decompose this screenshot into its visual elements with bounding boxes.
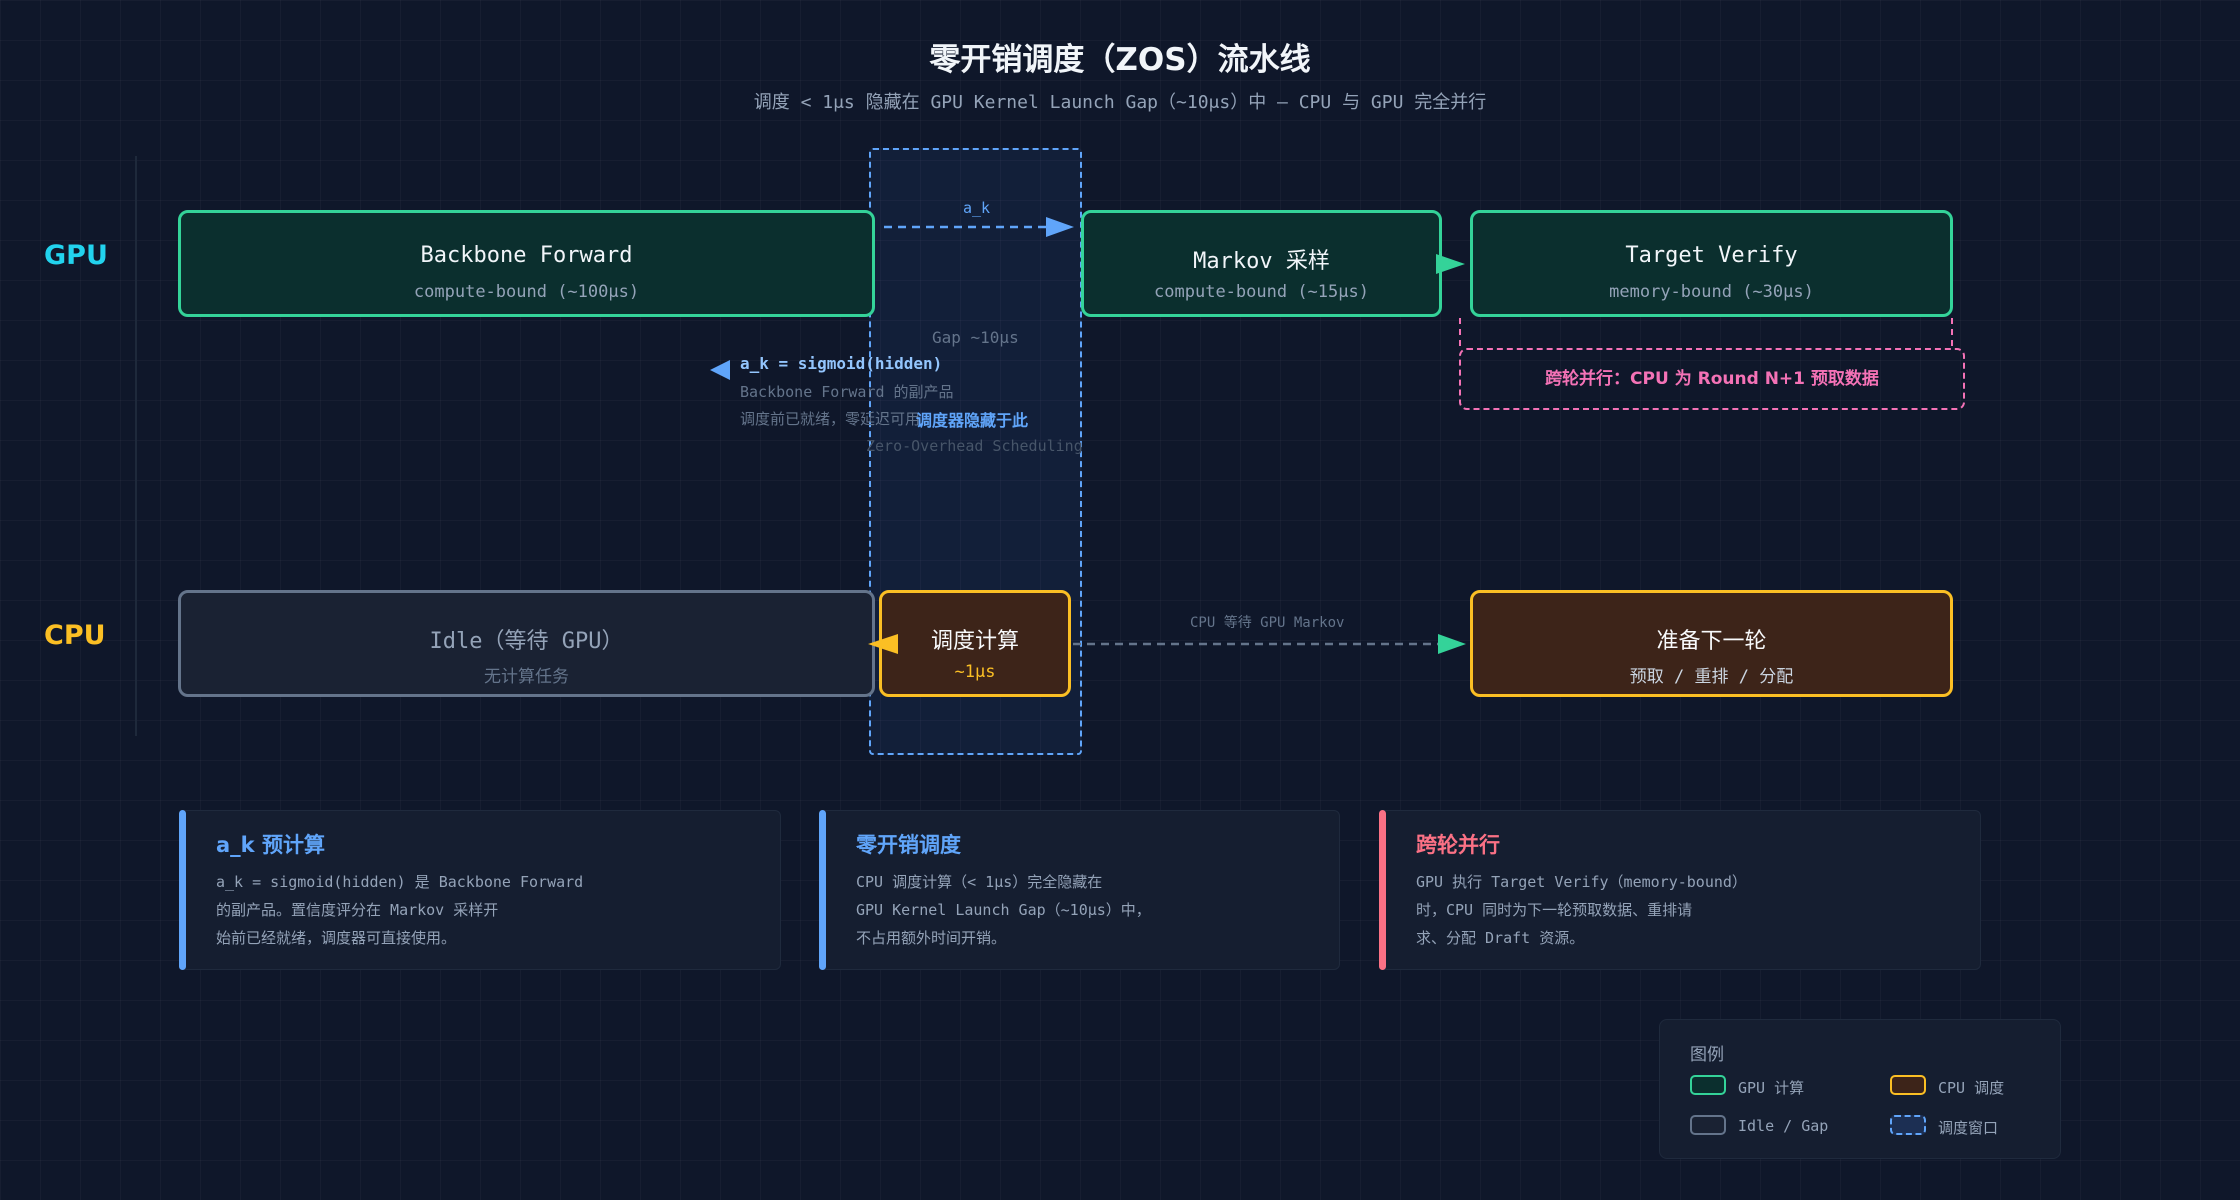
target-verify-block: Target Verify memory-bound (~30μs) <box>1470 210 1953 317</box>
card-ak-precompute: a_k 预计算 a_k = sigmoid(hidden) 是 Backbone… <box>179 810 781 970</box>
card-cross-line: 时，CPU 同时为下一轮预取数据、重排请 <box>1416 901 1693 919</box>
legend-cpu-label: CPU 调度 <box>1938 1079 2005 1097</box>
markov-sampling-sub: compute-bound (~15μs) <box>1154 282 1369 302</box>
page-subtitle: 调度 < 1μs 隐藏在 GPU Kernel Launch Gap（~10μs… <box>753 92 1487 113</box>
card-cross-line: 求、分配 Draft 资源。 <box>1416 929 1585 947</box>
ak-note-line1: Backbone Forward 的副产品 <box>740 383 954 401</box>
card-cross-round: 跨轮并行 GPU 执行 Target Verify（memory-bound） … <box>1379 810 1981 970</box>
card-cross-line: GPU 执行 Target Verify（memory-bound） <box>1416 873 1747 891</box>
prepare-next-round-title: 准备下一轮 <box>1656 629 1767 654</box>
legend-gpu-swatch <box>1690 1075 1726 1095</box>
cpu-wait-label: CPU 等待 GPU Markov <box>1190 615 1345 631</box>
page-title: 零开销调度（ZOS）流水线 <box>929 42 1311 78</box>
card-cross-accent <box>1379 810 1386 970</box>
card-ak-accent <box>179 810 186 970</box>
legend-idle-swatch <box>1690 1115 1726 1135</box>
cpu-idle-title: Idle（等待 GPU） <box>429 629 624 654</box>
backbone-forward-sub: compute-bound (~100μs) <box>413 282 640 302</box>
markov-to-verify-arrow-head <box>1436 254 1465 274</box>
card-zos-title: 零开销调度 <box>856 833 961 857</box>
hidden-here-label: 调度器隐藏于此 <box>916 411 1029 430</box>
schedule-compute-sub: ~1μs <box>954 662 996 682</box>
ak-pointer-arrow <box>710 360 730 380</box>
schedule-compute-block: 调度计算 ~1μs <box>879 590 1071 697</box>
card-zos-line: 不占用额外时间开销。 <box>856 929 1007 947</box>
card-ak-line: 的副产品。置信度评分在 Markov 采样开 <box>216 901 499 919</box>
legend-window-swatch <box>1890 1115 1926 1135</box>
gap-label: Gap ~10μs <box>932 328 1019 347</box>
markov-sampling-block: Markov 采样 compute-bound (~15μs) <box>1081 210 1442 317</box>
legend-gpu-label: GPU 计算 <box>1738 1079 1805 1097</box>
prepare-next-round-sub: 预取 / 重排 / 分配 <box>1629 667 1794 687</box>
ak-arrow-label: a_k <box>963 199 991 217</box>
cpu-wait-arrow-head <box>1438 634 1466 654</box>
target-verify-title: Target Verify <box>1625 243 1798 268</box>
card-zos-line: GPU Kernel Launch Gap（~10μs）中， <box>856 901 1151 919</box>
gpu-lane-label: GPU <box>44 240 108 271</box>
legend-idle-label: Idle / Gap <box>1738 1117 1829 1135</box>
card-zos-line: CPU 调度计算（< 1μs）完全隐藏在 <box>856 873 1103 891</box>
cross-round-parallel-note: 跨轮并行：CPU 为 Round N+1 预取数据 <box>1459 348 1965 410</box>
legend-cpu-swatch <box>1890 1075 1926 1095</box>
legend-window-label: 调度窗口 <box>1938 1119 1999 1137</box>
backbone-forward-title: Backbone Forward <box>420 243 633 268</box>
card-zos-accent <box>819 810 826 970</box>
cpu-idle-sub: 无计算任务 <box>484 667 569 687</box>
prepare-next-round-block: 准备下一轮 预取 / 重排 / 分配 <box>1470 590 1953 697</box>
backbone-forward-block: Backbone Forward compute-bound (~100μs) <box>178 210 875 317</box>
cpu-lane-label: CPU <box>44 620 106 651</box>
schedule-compute-title: 调度计算 <box>930 629 1019 654</box>
card-ak-line: 始前已经就绪，调度器可直接使用。 <box>216 929 457 947</box>
card-ak-line: a_k = sigmoid(hidden) 是 Backbone Forward <box>216 873 584 891</box>
zero-overhead-label: Zero-Overhead Scheduling <box>866 437 1083 455</box>
card-cross-title: 跨轮并行 <box>1416 833 1500 857</box>
lane-axis <box>135 156 137 736</box>
legend: 图例 GPU 计算 CPU 调度 Idle / Gap 调度窗口 <box>1659 1019 2061 1159</box>
card-ak-title: a_k 预计算 <box>216 833 325 857</box>
schedule-to-idle-arrow-head <box>868 634 898 654</box>
cpu-idle-block: Idle（等待 GPU） 无计算任务 <box>178 590 875 697</box>
ak-formula: a_k = sigmoid(hidden) <box>740 354 943 373</box>
card-zero-overhead: 零开销调度 CPU 调度计算（< 1μs）完全隐藏在 GPU Kernel La… <box>819 810 1340 970</box>
ak-arrow-head <box>1046 217 1074 237</box>
legend-title: 图例 <box>1690 1045 1724 1065</box>
target-verify-sub: memory-bound (~30μs) <box>1609 282 1814 302</box>
markov-sampling-title: Markov 采样 <box>1193 249 1330 274</box>
ak-note-line2: 调度前已就绪，零延迟可用 <box>740 410 921 428</box>
